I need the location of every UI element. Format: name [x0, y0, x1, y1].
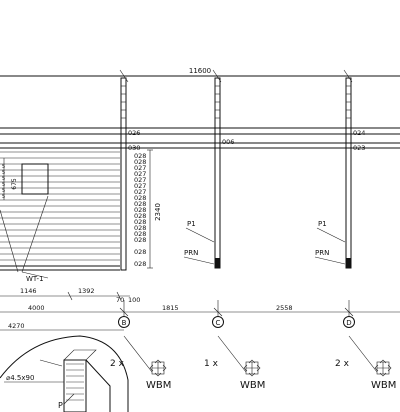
log-label: 030 — [128, 144, 140, 152]
log-label: 027 — [134, 164, 146, 172]
log-label: 028 — [134, 218, 146, 226]
log-label: 028 — [134, 194, 146, 202]
dimension-label: 4270 — [8, 322, 25, 330]
dimension-label: 70 — [116, 296, 124, 304]
axis-multiplier: 2 x — [335, 359, 350, 369]
window-row-label: 5 — [2, 170, 5, 176]
wbm-symbol-icon — [243, 359, 261, 377]
wbm-label: WBM — [371, 380, 396, 391]
window-height-label: 675 — [11, 178, 18, 190]
axis-multiplier: 1 x — [204, 359, 219, 369]
window-opening: 675 5 5 5 5 5 5 WT-1 — [0, 158, 49, 283]
dimension-label: 1815 — [162, 304, 179, 312]
log-label: 006 — [222, 138, 234, 146]
log-label: 027 — [134, 170, 146, 178]
axis-label: D — [346, 319, 351, 327]
axis-multiplier: 2 x — [110, 359, 125, 369]
log-label: 028 — [134, 212, 146, 220]
log-label: 028 — [134, 224, 146, 232]
log-label: 028 — [134, 248, 146, 256]
axis-markers: B C D — [118, 300, 355, 328]
log-label: 028 — [134, 158, 146, 166]
log-label: 028 — [134, 152, 146, 160]
detail-circle: ⌀4.5x90 P — [0, 335, 129, 412]
wbm-symbol-icon — [374, 359, 392, 377]
wbm-callouts: 2 x WBM 1 x WBM 2 x WBM — [110, 335, 396, 391]
window-row-label: 5 — [2, 164, 5, 170]
dimension-label: 2558 — [276, 304, 293, 312]
window-row-label: 5 — [2, 182, 5, 188]
log-label: 026 — [128, 129, 140, 137]
left-height-dimension: 2340 — [147, 149, 162, 269]
top-rails — [0, 127, 400, 149]
log-label: 027 — [134, 188, 146, 196]
post-b: 026 030 028 028 027 027 027 027 027 028 … — [120, 77, 146, 271]
screw-label: ⌀4.5x90 — [6, 374, 34, 382]
post-callout-p1: P1 — [187, 220, 196, 228]
post-callout-prn: PRN — [315, 249, 329, 257]
dimension-label: 1146 — [20, 287, 37, 295]
log-label: 024 — [353, 129, 365, 137]
log-label: 028 — [134, 230, 146, 238]
post-c: 006 P1 PRN — [183, 77, 234, 269]
overall-dimension-label: 11600 — [189, 67, 211, 75]
log-label: 023 — [353, 144, 365, 152]
post-callout-prn: PRN — [184, 249, 198, 257]
dimension-label: 100 — [128, 296, 140, 304]
wbm-symbol-icon — [149, 359, 167, 377]
log-label: 028 — [134, 200, 146, 208]
post-callout-p1: P1 — [318, 220, 327, 228]
dimension-label: 4000 — [28, 304, 45, 312]
window-row-label: 5 — [2, 194, 5, 200]
axis-label: C — [216, 319, 221, 327]
bottom-dimensions: 1146 1392 70 100 4000 1815 2558 4270 — [0, 287, 400, 331]
log-label: 028 — [134, 236, 146, 244]
dimension-label: 1392 — [78, 287, 95, 295]
wall-tag: WT-1 — [26, 275, 44, 283]
post-d: 024 023 P1 PRN — [314, 77, 365, 269]
log-label: 028 — [134, 260, 146, 268]
left-height-label: 2340 — [154, 203, 162, 221]
wbm-label: WBM — [146, 380, 171, 391]
detail-letter: P — [58, 401, 63, 410]
wbm-label: WBM — [240, 380, 265, 391]
axis-label: B — [122, 319, 127, 327]
log-label: 027 — [134, 176, 146, 184]
window-row-label: 5 — [2, 176, 5, 182]
overall-dimension: 11600 — [0, 67, 400, 83]
left-wall-logs — [0, 151, 120, 271]
window-row-label: 5 — [2, 188, 5, 194]
log-label: 027 — [134, 182, 146, 190]
log-label: 028 — [134, 206, 146, 214]
